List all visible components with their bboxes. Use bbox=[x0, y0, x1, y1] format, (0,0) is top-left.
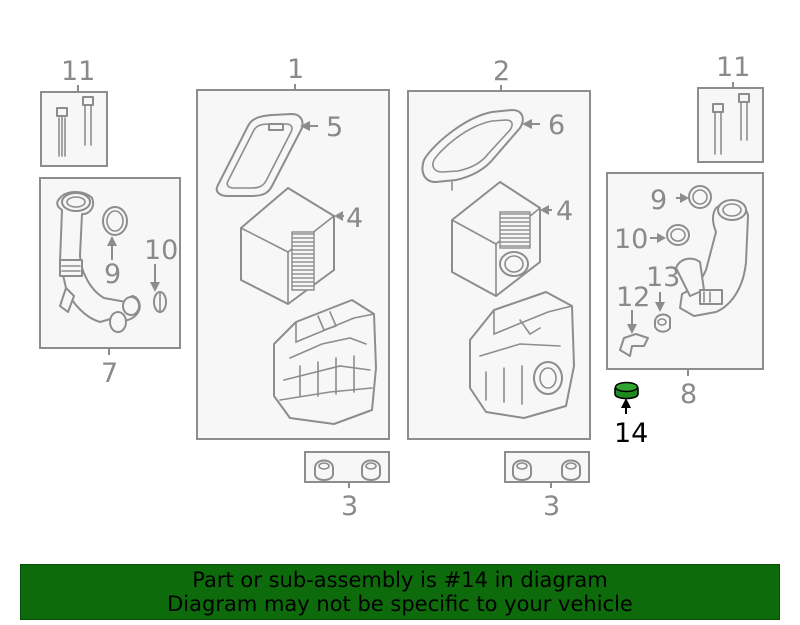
callout-8: 8 bbox=[680, 379, 697, 410]
mount-kit-right bbox=[504, 451, 590, 488]
callout-12: 12 bbox=[616, 282, 650, 313]
callout-4-right: 4 bbox=[556, 196, 573, 227]
bolt-kit-right bbox=[697, 82, 764, 163]
callout-14: 14 bbox=[614, 418, 648, 449]
callout-11-left: 11 bbox=[61, 56, 95, 87]
callout-10-right: 10 bbox=[614, 224, 648, 255]
callout-9-left: 9 bbox=[104, 259, 121, 290]
callout-13: 13 bbox=[646, 262, 680, 293]
callout-1: 1 bbox=[287, 54, 304, 85]
callout-2: 2 bbox=[493, 56, 510, 87]
callout-4-left: 4 bbox=[346, 203, 363, 234]
part-14-cap bbox=[614, 381, 639, 414]
callout-7: 7 bbox=[101, 358, 118, 389]
callout-9-right: 9 bbox=[650, 185, 667, 216]
outlet-duct-assembly-box bbox=[606, 172, 764, 376]
callout-labels: 11 1 2 11 5 6 4 4 9 10 9 10 13 12 7 8 14… bbox=[61, 52, 750, 522]
callout-11-right: 11 bbox=[716, 52, 750, 83]
banner-line-2: Diagram may not be specific to your vehi… bbox=[167, 592, 633, 616]
callout-5: 5 bbox=[326, 112, 343, 143]
bolt-kit-left bbox=[40, 85, 108, 167]
mount-kit-left bbox=[304, 451, 390, 488]
banner-line-1: Part or sub-assembly is #14 in diagram bbox=[192, 568, 608, 592]
callout-3-right: 3 bbox=[543, 491, 560, 522]
air-cleaner-assembly-2 bbox=[407, 85, 591, 440]
info-banner: Part or sub-assembly is #14 in diagram D… bbox=[20, 564, 780, 620]
callout-3-left: 3 bbox=[341, 491, 358, 522]
callout-6: 6 bbox=[548, 110, 565, 141]
callout-10-left: 10 bbox=[144, 235, 178, 266]
air-cleaner-assembly-1 bbox=[196, 84, 390, 440]
inlet-duct-assembly-box bbox=[39, 177, 181, 355]
parts-diagram: 11 1 2 11 5 6 4 4 9 10 9 10 13 12 7 8 14… bbox=[39, 52, 764, 522]
